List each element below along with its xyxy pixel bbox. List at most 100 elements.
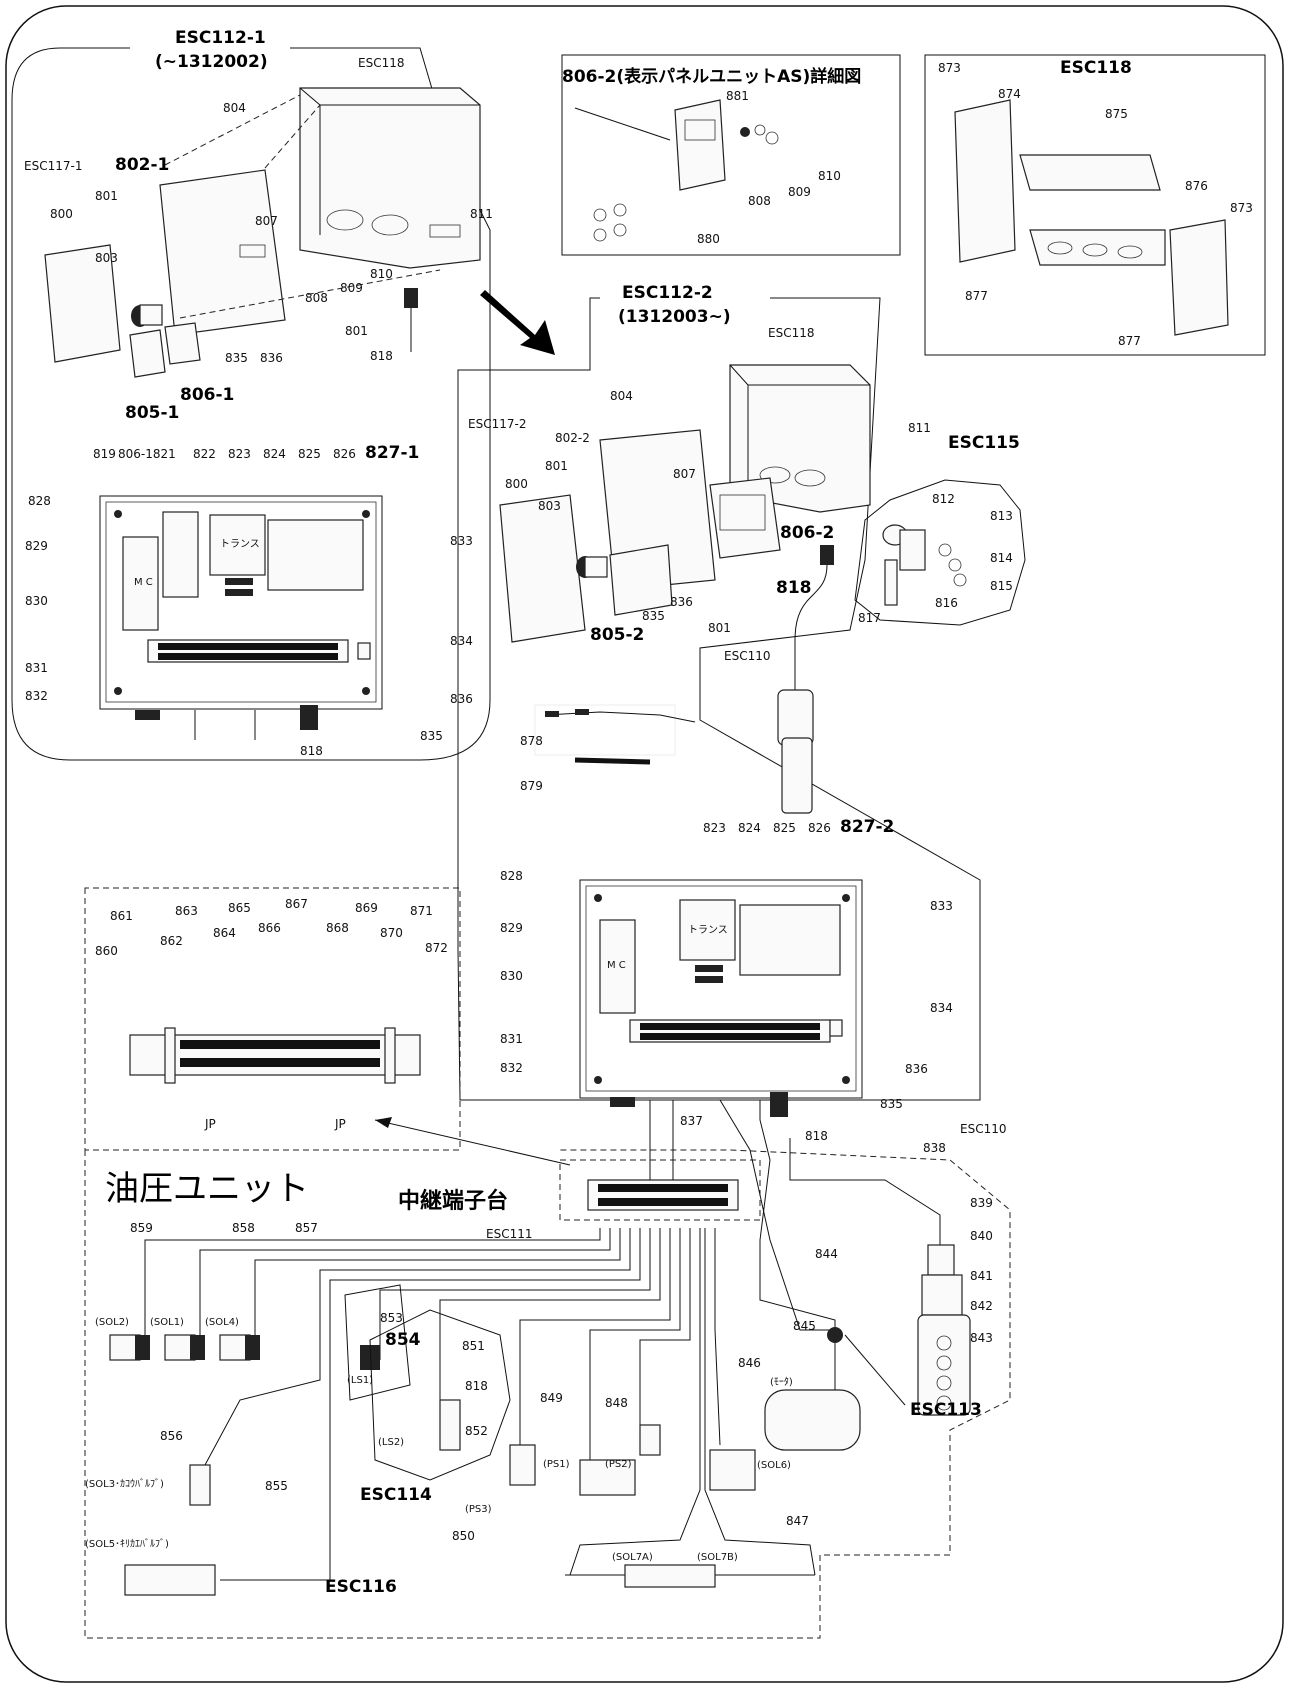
label-motor: (ﾓｰﾀ) xyxy=(770,1376,793,1388)
callout-866: 866 xyxy=(258,921,281,935)
callout-828-b: 828 xyxy=(500,869,523,883)
label-ps1: (PS1) xyxy=(543,1459,570,1470)
callout-824-b: 824 xyxy=(738,821,761,835)
callout-881: 881 xyxy=(726,89,749,103)
callout-825-b: 825 xyxy=(773,821,796,835)
hydraulic-unit-title: 油圧ユニット xyxy=(105,1169,309,1209)
callout-857: 857 xyxy=(295,1221,318,1235)
callout-806-2: 806-2 xyxy=(780,523,834,543)
callout-814: 814 xyxy=(990,551,1013,565)
terminal-strip-detail: 861 863 865 867 869 871 862 864 866 868 … xyxy=(84,887,571,1166)
label-ls1: (LS1) xyxy=(347,1375,373,1386)
callout-841: 841 xyxy=(970,1269,993,1283)
callout-836-d: 836 xyxy=(905,1062,928,1076)
callout-833-b: 833 xyxy=(930,899,953,913)
callout-828-a: 828 xyxy=(28,494,51,508)
label-sol6: (SOL6) xyxy=(757,1460,791,1471)
callout-esc118-a: ESC118 xyxy=(358,56,404,70)
callout-802-1: 802-1 xyxy=(115,155,169,175)
callout-829-b: 829 xyxy=(500,921,523,935)
callout-842: 842 xyxy=(970,1299,993,1313)
label-ls2: (LS2) xyxy=(378,1437,404,1448)
callout-818-e: 818 xyxy=(465,1379,488,1393)
esc118-box-drawing-a xyxy=(44,87,481,378)
callout-esc110-a: ESC110 xyxy=(724,649,770,663)
callout-esc110-b: ESC110 xyxy=(960,1122,1006,1136)
callout-850: 850 xyxy=(452,1529,475,1543)
callout-826-b: 826 xyxy=(808,821,831,835)
callout-835-a: 835 xyxy=(225,351,248,365)
callout-833-a: 833 xyxy=(450,534,473,548)
callout-830-b: 830 xyxy=(500,969,523,983)
callout-878: 878 xyxy=(520,734,543,748)
label-sol7b: (SOL7B) xyxy=(697,1552,738,1563)
callout-808-b: 808 xyxy=(748,194,771,208)
callout-811-b: 811 xyxy=(908,421,931,435)
callout-840: 840 xyxy=(970,1229,993,1243)
callout-838: 838 xyxy=(923,1141,946,1155)
callout-848: 848 xyxy=(605,1396,628,1410)
callout-834-b: 834 xyxy=(930,1001,953,1015)
callout-826-a: 826 xyxy=(333,447,356,461)
callout-855: 855 xyxy=(265,1479,288,1493)
label-sol4: (SOL4) xyxy=(205,1317,239,1328)
callout-832-a: 832 xyxy=(25,689,48,703)
callout-847: 847 xyxy=(786,1514,809,1528)
callout-870: 870 xyxy=(380,926,403,940)
callout-864: 864 xyxy=(213,926,236,940)
callout-852: 852 xyxy=(465,1424,488,1438)
label-sol1: (SOL1) xyxy=(150,1317,184,1328)
callout-846: 846 xyxy=(738,1356,761,1370)
callout-805-2: 805-2 xyxy=(590,625,644,645)
callout-877-a: 877 xyxy=(965,289,988,303)
callout-809-a: 809 xyxy=(340,281,363,295)
callout-esc114: ESC114 xyxy=(360,1485,432,1505)
callout-823-a: 823 xyxy=(228,447,251,461)
callout-esc118-b: ESC118 xyxy=(768,326,814,340)
callout-807-a: 807 xyxy=(255,214,278,228)
callout-868: 868 xyxy=(326,921,349,935)
mc-label-b: M C xyxy=(607,960,626,971)
callout-825-a: 825 xyxy=(298,447,321,461)
callout-808-a: 808 xyxy=(305,291,328,305)
callout-839: 839 xyxy=(970,1196,993,1210)
callout-817: 817 xyxy=(858,611,881,625)
hydraulic-unit-region: 油圧ユニット 中継端子台 ESC111 xyxy=(84,1099,1011,1639)
callout-809-b: 809 xyxy=(788,185,811,199)
callout-827-2: 827-2 xyxy=(840,817,894,837)
label-sol2: (SOL2) xyxy=(95,1317,129,1328)
callout-844: 844 xyxy=(815,1247,838,1261)
esc112-1-region: ESC112-1 (~1312002) xyxy=(11,28,493,761)
callout-835-d: 835 xyxy=(880,1097,903,1111)
callout-832-b: 832 xyxy=(500,1061,523,1075)
detail-806-2-title: 806-2(表示パネルユニットAS)詳細図 xyxy=(562,66,861,87)
callout-800-b: 800 xyxy=(505,477,528,491)
callout-812: 812 xyxy=(932,492,955,506)
callout-831-a: 831 xyxy=(25,661,48,675)
esc112-1-range: (~1312002) xyxy=(155,52,268,72)
callout-807-b: 807 xyxy=(673,467,696,481)
esc118-exploded-box: ESC118 873 874 875 876 873 877 877 xyxy=(924,54,1266,356)
callout-810-a: 810 xyxy=(370,267,393,281)
callout-806-1: 806-1 xyxy=(180,385,234,405)
callout-836-a: 836 xyxy=(260,351,283,365)
callout-865: 865 xyxy=(228,901,251,915)
callout-837: 837 xyxy=(680,1114,703,1128)
callout-856: 856 xyxy=(160,1429,183,1443)
callout-801-c: 801 xyxy=(545,459,568,473)
callout-835-c: 835 xyxy=(642,609,665,623)
callout-880: 880 xyxy=(697,232,720,246)
callout-836-c: 836 xyxy=(670,595,693,609)
relay-terminal-code: ESC111 xyxy=(486,1227,532,1241)
callout-858: 858 xyxy=(232,1221,255,1235)
callout-861: 861 xyxy=(110,909,133,923)
callout-804-a: 804 xyxy=(223,101,246,115)
callout-811-a: 811 xyxy=(470,207,493,221)
label-sol5: (SOL5･ｷﾘｶｴﾊﾞﾙﾌﾞ) xyxy=(85,1538,169,1550)
control-panel-b: M C トランス xyxy=(579,879,863,1117)
callout-esc117-2: ESC117-2 xyxy=(468,417,526,431)
label-sol7a: (SOL7A) xyxy=(612,1552,653,1563)
callout-803-b: 803 xyxy=(538,499,561,513)
callout-816: 816 xyxy=(935,596,958,610)
